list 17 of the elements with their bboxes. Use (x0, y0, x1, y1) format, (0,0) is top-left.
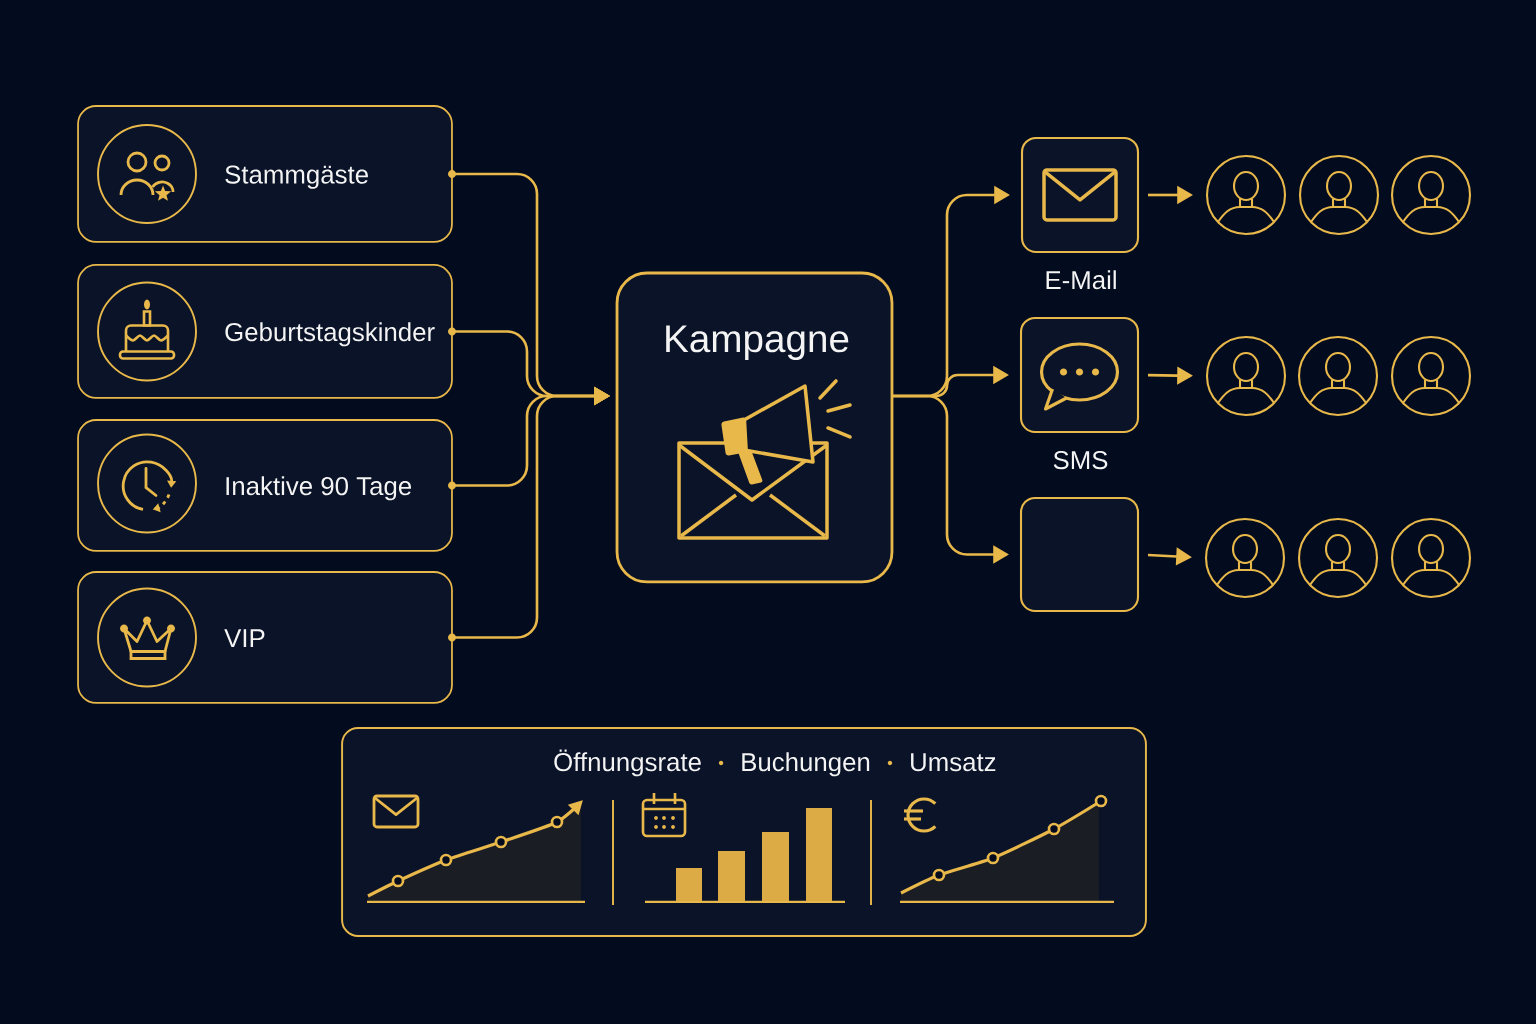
segment-box: Geburtstagskinder (77, 264, 453, 399)
person-avatar (1297, 517, 1379, 599)
person-avatar (1390, 154, 1472, 236)
segment-box: Stammgäste (77, 105, 453, 243)
segment-box: Inaktive 90 Tage (77, 419, 453, 552)
person-avatar (1390, 335, 1472, 417)
channel-label: E-Mail (1046, 270, 1116, 290)
person-avatar (1298, 154, 1380, 236)
person-avatar (1205, 335, 1287, 417)
person-avatar (1297, 335, 1379, 417)
campaign-box: Kampagne (615, 271, 894, 584)
channel-label: SMS (1053, 450, 1108, 470)
segment-box: VIP (77, 571, 453, 704)
channel-box (1019, 496, 1140, 613)
person-avatar (1390, 517, 1472, 599)
person-avatar (1205, 154, 1287, 236)
person-avatar (1204, 517, 1286, 599)
